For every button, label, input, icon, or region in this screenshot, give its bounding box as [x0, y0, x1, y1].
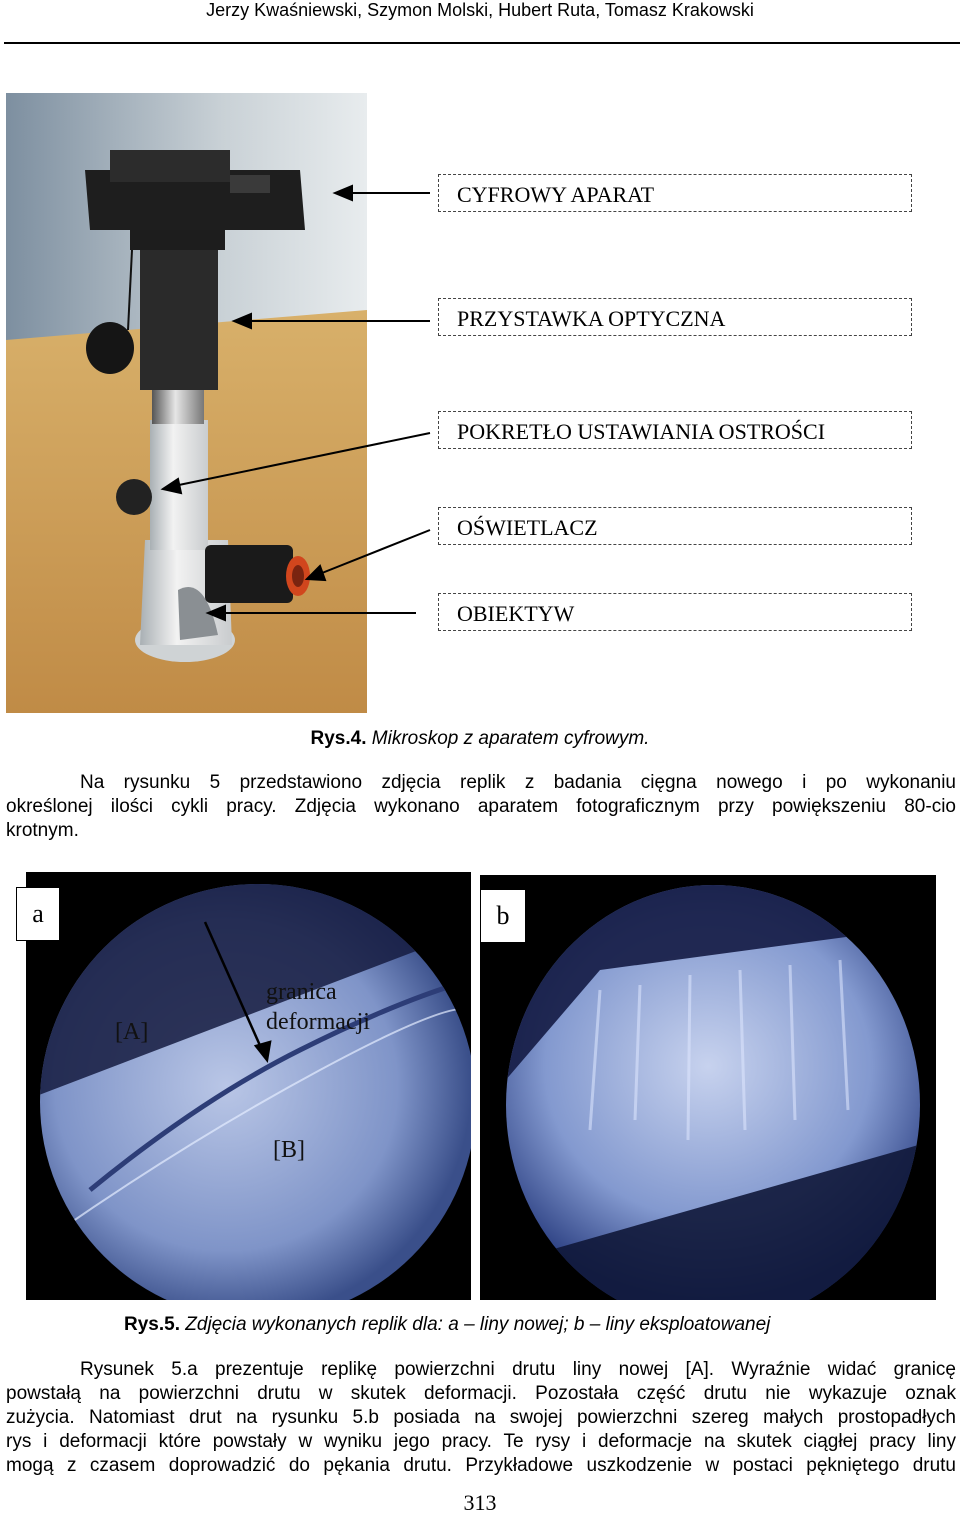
figure4-graphic [6, 93, 431, 713]
figure4-caption-text: Mikroskop z aparatem cyfrowym. [371, 728, 650, 749]
paragraph-2: Rysunek 5.a prezentuje replikę powierzch… [6, 1358, 956, 1478]
figure4-arrows [160, 184, 431, 622]
label-objective: OBIEKTYW [438, 593, 912, 631]
figure5-caption: Rys.5. Zdjęcia wykonanych replik dla: a … [124, 1314, 954, 1336]
paragraph-2-line: powstałą na powierzchni drutu w skutek d… [6, 1383, 956, 1404]
paragraph-2-line: rys i deformacji które powstały w wyniku… [6, 1431, 956, 1452]
figure5-caption-text: Zdjęcia wykonanych replik dla: a – liny … [185, 1314, 771, 1335]
label-B: [B] [273, 1137, 305, 1163]
label-A: [A] [115, 1019, 149, 1045]
figure4-caption-number: Rys.4. [310, 728, 367, 749]
label-illuminator: OŚWIETLACZ [438, 507, 912, 545]
figure5-arrow [203, 921, 272, 1063]
label-optical-adapter: PRZYSTAWKA OPTYCZNA [438, 298, 912, 336]
paragraph-2-line: Rysunek 5.a prezentuje replikę powierzch… [80, 1359, 956, 1380]
microscope-photo [6, 93, 367, 713]
paragraph-2-line: zużycia. Natomiast drut na rysunku 5.b p… [6, 1407, 956, 1428]
label-camera: CYFROWY APARAT [438, 174, 912, 212]
paragraph-1-line: określonej ilości cykli pracy. Zdjęcia w… [6, 796, 956, 817]
panel-b-tag: b [480, 889, 526, 943]
panel-a-tag: a [16, 887, 60, 941]
label-border-line1: granica [266, 979, 337, 1005]
running-header: Jerzy Kwaśniewski, Szymon Molski, Hubert… [206, 0, 754, 20]
header-rule [4, 42, 960, 44]
page-number: 313 [463, 1490, 497, 1515]
paragraph-2-line: mogą z czasem doprowadzić do pękania dru… [6, 1455, 956, 1476]
figure5-caption-number: Rys.5. [124, 1314, 180, 1335]
label-border-line2: deformacji [266, 1009, 370, 1035]
paragraph-1-line: krotnym. [6, 820, 79, 841]
paragraph-1: Na rysunku 5 przedstawiono zdjęcia repli… [6, 771, 956, 843]
micrograph-a [26, 872, 472, 1300]
figure4-caption: Rys.4. Mikroskop z aparatem cyfrowym. [0, 728, 960, 750]
paragraph-1-line: Na rysunku 5 przedstawiono zdjęcia repli… [80, 772, 956, 793]
label-focus-knob: POKRETŁO USTAWIANIA OSTROŚCI [438, 411, 912, 449]
figure5-graphic [26, 872, 936, 1300]
micrograph-b [480, 875, 936, 1300]
